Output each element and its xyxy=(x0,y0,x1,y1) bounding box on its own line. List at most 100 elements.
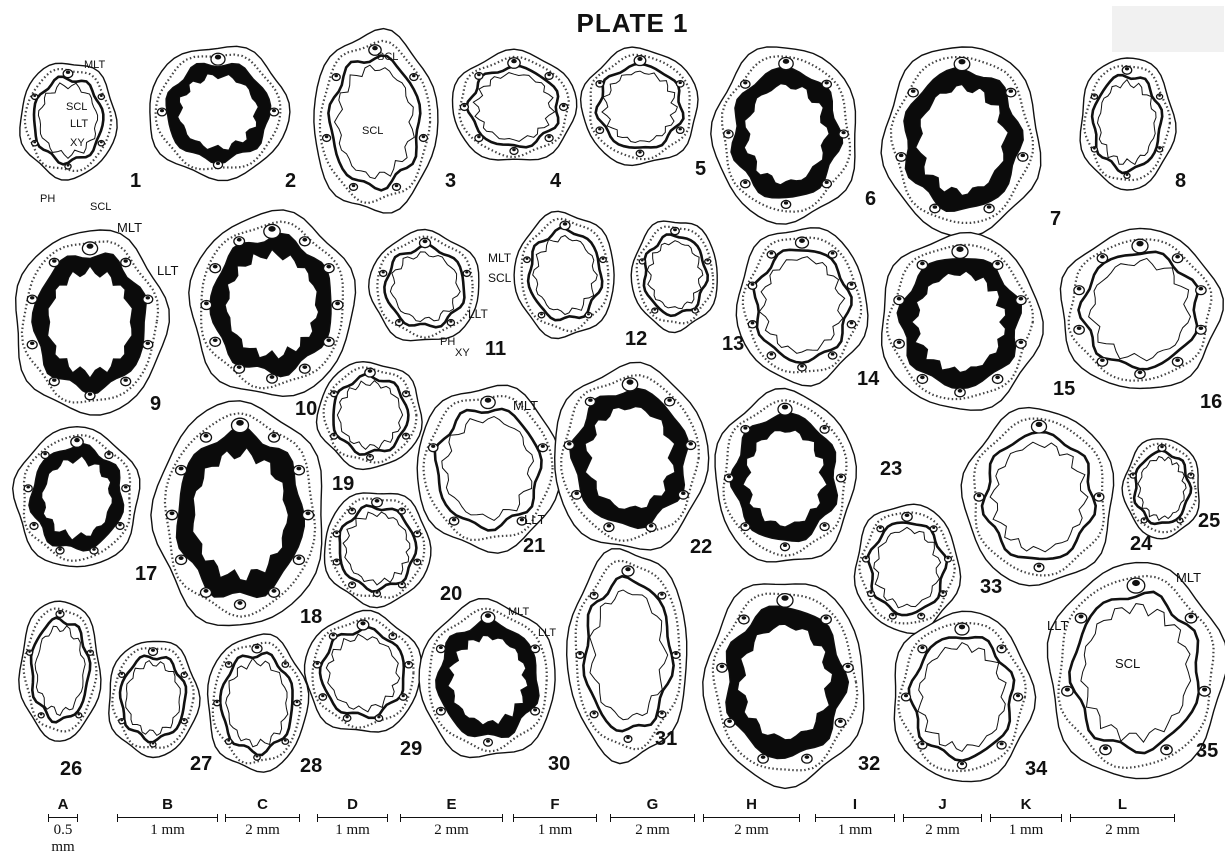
inner-cavity xyxy=(126,661,181,736)
bundle-xylem xyxy=(74,438,80,442)
scale-bar-letter: F xyxy=(513,796,597,813)
figure-number: 31 xyxy=(655,728,677,750)
section-22: 22 xyxy=(555,362,713,558)
bundle-xylem xyxy=(743,81,747,84)
bundle-xylem xyxy=(422,135,426,138)
bundle-xylem xyxy=(375,499,380,503)
bundle-xylem xyxy=(368,455,371,457)
scale-bar-line xyxy=(703,817,800,818)
bundle-xylem xyxy=(541,445,545,448)
bundle-xylem xyxy=(58,548,62,551)
bundle-xylem xyxy=(688,442,693,446)
bundle-xylem xyxy=(958,389,963,393)
bundle-xylem xyxy=(1100,358,1105,362)
bundle-xylem xyxy=(77,713,80,715)
scale-bar-letter: A xyxy=(48,796,78,813)
bundle-xylem xyxy=(920,614,923,616)
bundle-xylem xyxy=(395,184,399,187)
section-16: 16 xyxy=(1060,228,1223,413)
bundle-xylem xyxy=(412,74,416,77)
bundle-xylem xyxy=(1000,742,1004,745)
bundle-xylem xyxy=(477,135,481,138)
bundle-xylem xyxy=(1143,518,1146,520)
section-32: 32 xyxy=(703,584,880,789)
section-15: 15 xyxy=(882,233,1076,411)
figure-number: 16 xyxy=(1200,391,1222,413)
figure-number: 32 xyxy=(858,753,880,775)
bundle-xylem xyxy=(625,567,630,571)
bundle-xylem xyxy=(540,313,543,315)
bundle-xylem xyxy=(477,73,481,76)
bundle-xylem xyxy=(1175,255,1180,259)
bundle-xylem xyxy=(598,81,601,84)
tissue-label: SCL xyxy=(90,201,111,213)
section-6: 6 xyxy=(711,47,876,224)
bundle-xylem xyxy=(805,755,810,759)
figure-number: 11 xyxy=(485,338,506,360)
bundle-xylem xyxy=(152,742,155,744)
section-5: 5 xyxy=(581,47,707,180)
tissue-label: LLT xyxy=(70,118,88,130)
bundle-xylem xyxy=(377,716,380,719)
bundle-xylem xyxy=(1036,422,1043,427)
bundle-xylem xyxy=(52,378,56,381)
figure-number: 26 xyxy=(60,758,82,780)
bundle-xylem xyxy=(1077,326,1082,330)
bundle-xylem xyxy=(332,392,335,394)
bundle-xylem xyxy=(977,494,981,497)
scale-bar-value: 1 mm xyxy=(507,822,603,839)
bundle-xylem xyxy=(626,736,630,739)
tissue-label: PH xyxy=(440,336,455,348)
figure-number: 9 xyxy=(150,393,161,415)
section-19: 19 xyxy=(317,362,423,495)
bundle-xylem xyxy=(296,467,301,471)
bundle-xylem xyxy=(465,271,468,274)
bundle-xylem xyxy=(30,296,34,299)
tissue-label: LLT xyxy=(157,263,178,278)
bundle-xylem xyxy=(486,740,490,743)
bundle-xylem xyxy=(783,59,789,64)
bundle-xylem xyxy=(533,646,537,649)
bundle-xylem xyxy=(1021,154,1026,158)
bundle-xylem xyxy=(899,154,904,158)
bundle-xylem xyxy=(326,338,331,342)
tissue-label: SCL xyxy=(66,101,87,113)
scale-bar-value: 2 mm xyxy=(697,822,806,839)
bundle-xylem xyxy=(799,238,805,243)
scale-bar-value: 2 mm xyxy=(604,822,701,839)
bundle-xylem xyxy=(841,131,845,134)
section-13: 13 xyxy=(631,221,744,355)
bundle-xylem xyxy=(743,524,747,527)
bundle-xylem xyxy=(216,162,220,165)
inner-cavity xyxy=(585,407,675,510)
bundle-xylem xyxy=(839,475,843,478)
bundle-xylem xyxy=(667,398,672,402)
bundle-xylem xyxy=(838,719,843,723)
bundle-xylem xyxy=(272,589,277,593)
figure-number: 25 xyxy=(1198,510,1220,532)
bundle-xylem xyxy=(897,297,902,301)
bundle-xylem xyxy=(920,262,925,266)
section-11: 11 xyxy=(369,230,506,361)
bundle-xylem xyxy=(1132,580,1140,586)
bundle-xylem xyxy=(1199,326,1204,330)
bundle-xylem xyxy=(87,243,94,248)
bundle-xylem xyxy=(272,109,276,112)
bundle-xylem xyxy=(1000,646,1004,649)
bundle-xylem xyxy=(1126,174,1129,176)
bundle-xylem xyxy=(1065,687,1070,691)
figure-number: 19 xyxy=(332,473,354,495)
bundle-xylem xyxy=(120,673,123,675)
scale-bar-value: 0.5 mm xyxy=(42,822,84,856)
bundle-xylem xyxy=(1078,614,1083,618)
bundle-xylem xyxy=(400,509,403,511)
bundle-xylem xyxy=(423,239,428,243)
scale-bar-value: 2 mm xyxy=(394,822,509,839)
scale-bar-letter: L xyxy=(1070,796,1175,813)
bundle-xylem xyxy=(204,434,209,438)
bundle-xylem xyxy=(302,365,307,369)
bundle-xylem xyxy=(641,259,644,261)
scale-bar-letter: D xyxy=(317,796,388,813)
bundle-xylem xyxy=(904,694,908,697)
